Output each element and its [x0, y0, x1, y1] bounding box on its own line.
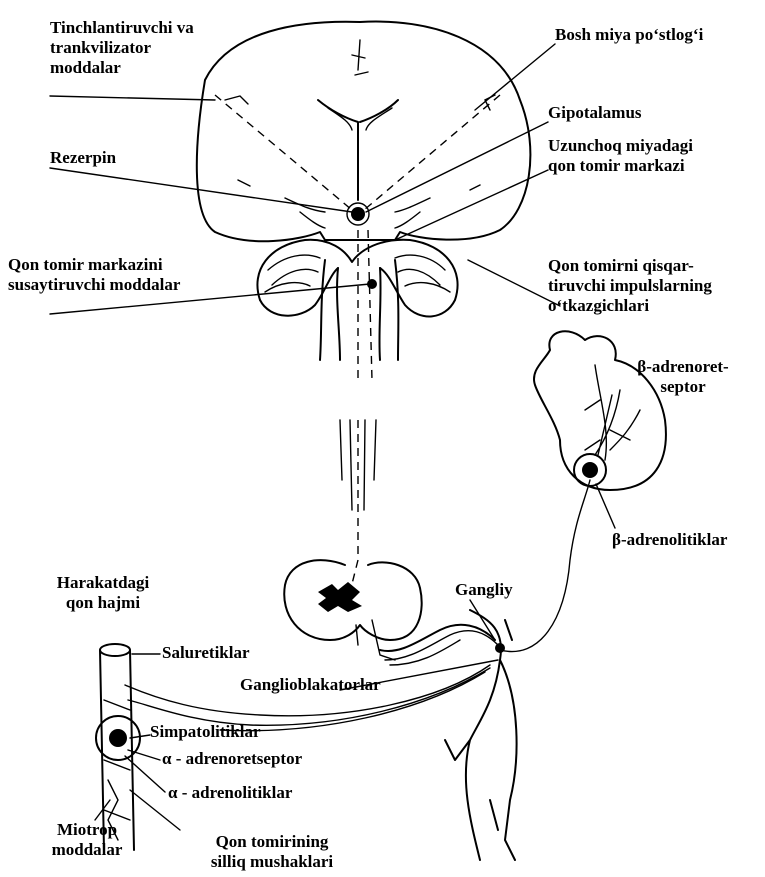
label-saluretiklar: Saluretiklar — [162, 643, 292, 663]
label-tinchlantiruvchi: Tinchlantiruvchi va trankvilizator modda… — [50, 18, 270, 78]
spinal-cord-column — [340, 420, 376, 600]
label-gipotalamus: Gipotalamus — [548, 103, 748, 123]
heart — [534, 331, 666, 490]
label-ganglioblakatorlar: Ganglioblakatorlar — [240, 675, 440, 695]
label-uzunchoq: Uzunchoq miyadagi qon tomir markazi — [548, 136, 763, 176]
label-gangliy: Gangliy — [455, 580, 555, 600]
label-bosh-miya: Bosh miya po‘stlog‘i — [555, 25, 760, 45]
label-simpatolitiklar: Simpatolitiklar — [150, 722, 330, 742]
label-qon-tomir-markazi: Qon tomir markazini susaytiruvchi moddal… — [8, 255, 258, 295]
label-harakatdagi: Harakatdagi qon hajmi — [38, 573, 168, 613]
label-silliq-mushaklar: Qon tomirining silliq mushaklari — [172, 832, 372, 872]
cerebellum-brainstem — [257, 230, 457, 380]
label-rezerpin: Rezerpin — [50, 148, 170, 168]
label-alpha-adrenolitik: α - adrenolitiklar — [168, 783, 368, 803]
hypothalamus-dot — [351, 207, 365, 221]
label-alpha-adrenoreseptor: α - adrenoretseptor — [162, 749, 382, 769]
alpha-receptor-dot — [109, 729, 127, 747]
label-beta-adrenolitik: β-adrenolitiklar — [612, 530, 762, 550]
spinal-cord-section — [284, 560, 421, 660]
label-beta-adrenoreseptor: β-adrenoret- septor — [608, 357, 758, 397]
label-qisqartiruvchi: Qon tomirni qisqar- tiruvchi impulslarni… — [548, 256, 763, 316]
ganglion-node — [495, 643, 505, 653]
beta-receptor-dot — [582, 462, 598, 478]
ganglion-chain — [445, 610, 517, 860]
label-miotrop: Miotrop moddalar — [32, 820, 142, 860]
